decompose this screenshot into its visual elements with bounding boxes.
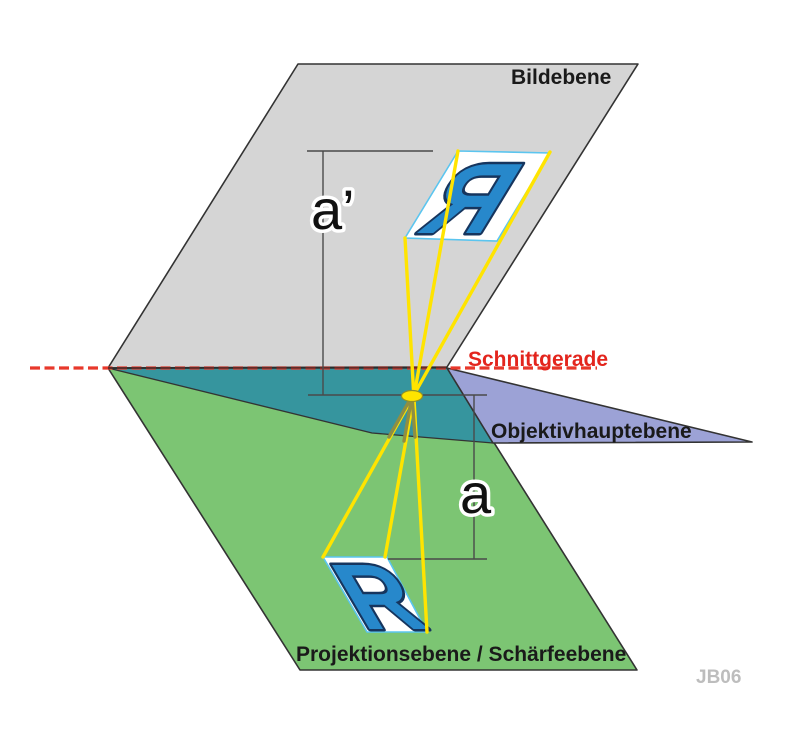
image-distance-label: a’ xyxy=(311,178,355,241)
image-plane-shape xyxy=(107,63,639,369)
plane-edge-overlay xyxy=(107,366,448,369)
lens-plane-shape xyxy=(446,367,753,444)
ray-1-shaded xyxy=(387,394,414,439)
image-plane-label: Bildebene xyxy=(511,66,612,89)
ray-2 xyxy=(383,149,460,559)
lens-point xyxy=(400,389,424,403)
focus-plane-label: Projektionsebene / Schärfeebene xyxy=(296,643,627,666)
object-distance-label: a xyxy=(460,462,492,525)
image-letter-patch xyxy=(403,150,552,242)
ray-3-shaded xyxy=(410,394,417,439)
lens-plane-label: Objektivhauptebene xyxy=(491,420,692,443)
cut-line-label: Schnittgerade xyxy=(468,348,609,371)
dimension-lines xyxy=(307,150,487,560)
light-rays xyxy=(321,149,552,634)
signature: JB06 xyxy=(696,667,742,688)
ray-1 xyxy=(321,150,552,559)
ray-2-shaded xyxy=(402,394,414,443)
